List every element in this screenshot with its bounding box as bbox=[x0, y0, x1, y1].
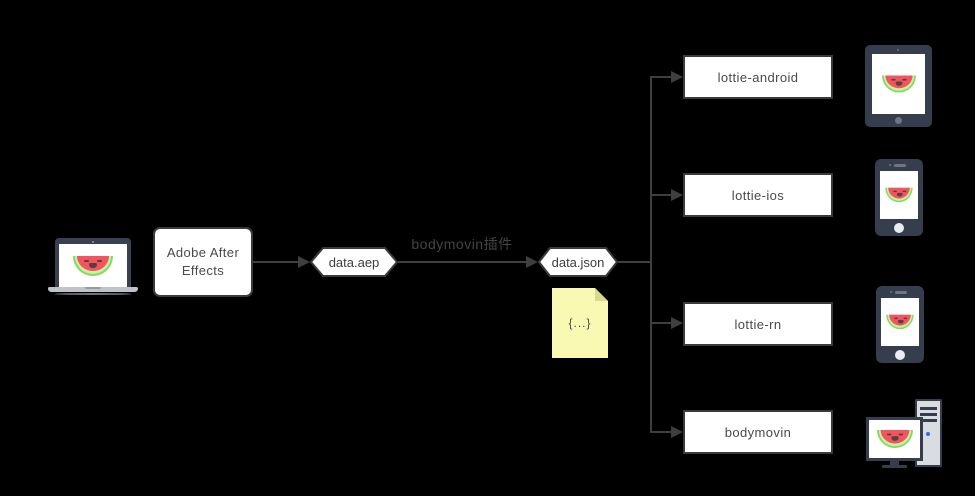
node-lottie-ios: lottie-ios bbox=[683, 173, 833, 217]
monitor-screen bbox=[866, 417, 923, 461]
arrowhead-aep bbox=[298, 256, 310, 268]
tablet-camera-dot bbox=[897, 49, 899, 51]
node-label: data.aep bbox=[328, 254, 380, 270]
desktop-computer-icon bbox=[866, 395, 947, 470]
node-label: bodymovin bbox=[724, 424, 792, 440]
watermelon-icon bbox=[876, 430, 913, 448]
tower-vent bbox=[920, 413, 937, 416]
watermelon-icon bbox=[881, 75, 916, 93]
watermelon-icon bbox=[885, 187, 913, 203]
tablet-screen bbox=[872, 54, 925, 114]
node-lottie-android: lottie-android bbox=[683, 55, 833, 99]
arrowhead-json bbox=[526, 256, 538, 268]
tower-vent bbox=[920, 419, 937, 422]
watermelon-icon bbox=[73, 255, 113, 276]
laptop-base bbox=[48, 287, 138, 292]
monitor-stand-base bbox=[882, 465, 907, 468]
node-bodymovin: bodymovin bbox=[683, 410, 833, 454]
node-data-json: data.json bbox=[538, 247, 618, 277]
phone-screen bbox=[880, 171, 918, 219]
phone-camera-dot bbox=[890, 291, 892, 293]
monitor-stand-neck bbox=[890, 461, 899, 465]
laptop-icon bbox=[48, 238, 138, 295]
phone-speaker bbox=[894, 164, 906, 167]
node-adobe-after-effects: Adobe After Effects bbox=[153, 227, 253, 297]
laptop-shadow bbox=[54, 293, 132, 295]
laptop-camera-dot bbox=[92, 241, 94, 243]
node-label: Adobe After Effects bbox=[166, 245, 240, 278]
node-label: data.json bbox=[551, 254, 605, 270]
node-label: lottie-rn bbox=[734, 316, 782, 332]
arrowhead-lottie-ios bbox=[671, 189, 683, 201]
tablet-icon bbox=[865, 45, 932, 127]
phone-home-button bbox=[894, 223, 904, 233]
tower-vent bbox=[920, 407, 937, 410]
laptop-screen bbox=[59, 244, 127, 287]
tablet-home-button bbox=[895, 117, 902, 124]
edge-label-bodymovin-plugin: bodymovin插件 bbox=[411, 236, 513, 252]
hexagon-shape bbox=[310, 247, 398, 277]
arrowhead-lottie-android bbox=[671, 71, 683, 83]
phone-icon bbox=[875, 159, 923, 236]
laptop-base-notch bbox=[85, 287, 101, 289]
arrowhead-lottie-rn bbox=[671, 317, 683, 329]
watermelon-icon bbox=[886, 314, 914, 330]
hexagon-shape bbox=[538, 247, 618, 277]
phone-icon bbox=[876, 286, 924, 363]
node-lottie-rn: lottie-rn bbox=[683, 302, 833, 346]
tower-power-led bbox=[926, 432, 930, 436]
phone-screen bbox=[881, 298, 919, 346]
phone-speaker bbox=[895, 291, 907, 294]
json-preview-text: {...} bbox=[568, 316, 592, 330]
arrowhead-bodymovin bbox=[671, 426, 683, 438]
phone-camera-dot bbox=[889, 164, 891, 166]
node-label: lottie-ios bbox=[731, 187, 785, 203]
node-data-aep: data.aep bbox=[310, 247, 398, 277]
phone-home-button bbox=[895, 350, 905, 360]
branch-trunk bbox=[650, 76, 671, 433]
node-label: lottie-android bbox=[717, 69, 799, 85]
